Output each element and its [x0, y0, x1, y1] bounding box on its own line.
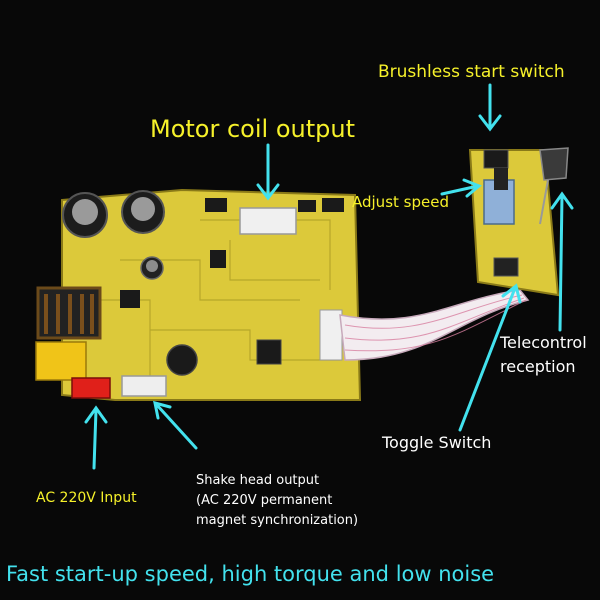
transistor-block [120, 290, 140, 308]
tagline: Fast start-up speed, high torque and low… [6, 562, 495, 586]
speed-potentiometer [483, 179, 515, 225]
pcb-traces [90, 219, 340, 380]
arrow-motor-coil [256, 143, 280, 201]
microcontroller-chip [256, 339, 282, 365]
transistor-block-2 [210, 250, 226, 268]
toggle-switch-button [493, 257, 519, 277]
arrow-adjust-speed [440, 178, 482, 198]
x-capacitor [35, 341, 87, 381]
pot-knob [494, 168, 508, 190]
telecontrol-label-line2: reception [500, 357, 576, 376]
arrow-brushless [478, 83, 502, 132]
ac-input-connector [71, 377, 111, 399]
brushless-start-switch-label: Brushless start switch [378, 62, 565, 82]
arrow-toggle-switch [458, 283, 522, 432]
chip-small-3 [298, 200, 316, 212]
chip-small-1 [205, 198, 227, 212]
shake-head-label-line3: magnet synchronization) [196, 513, 359, 528]
shake-head-connector [121, 375, 167, 397]
toggle-switch-label: Toggle Switch [382, 433, 492, 452]
ac-input-label: AC 220V Input [36, 490, 137, 506]
buzzer [166, 344, 198, 376]
telecontrol-label-line1: Telecontrol [500, 333, 587, 352]
brushless-start-switch [483, 149, 509, 169]
arrow-telecontrol [550, 191, 574, 332]
adjust-speed-label: Adjust speed [352, 193, 449, 211]
ribbon-header [319, 309, 343, 361]
capacitor-large-1 [62, 192, 108, 238]
capacitor-large-2 [121, 190, 165, 234]
chip-small-2 [322, 198, 344, 212]
motor-coil-output-label: Motor coil output [150, 115, 355, 143]
shake-head-label-line2: (AC 220V permanent [196, 493, 333, 508]
annotation-arrows [84, 83, 574, 470]
ribbon-cable [339, 289, 530, 361]
ir-receiver [539, 147, 569, 181]
main-pcb-board [61, 188, 362, 401]
capacitor-small [140, 256, 164, 280]
motor-coil-connector [239, 207, 297, 235]
arrow-ac-input [84, 405, 108, 470]
shake-head-label-line1: Shake head output [196, 473, 320, 488]
arrow-shake-head [153, 400, 198, 450]
